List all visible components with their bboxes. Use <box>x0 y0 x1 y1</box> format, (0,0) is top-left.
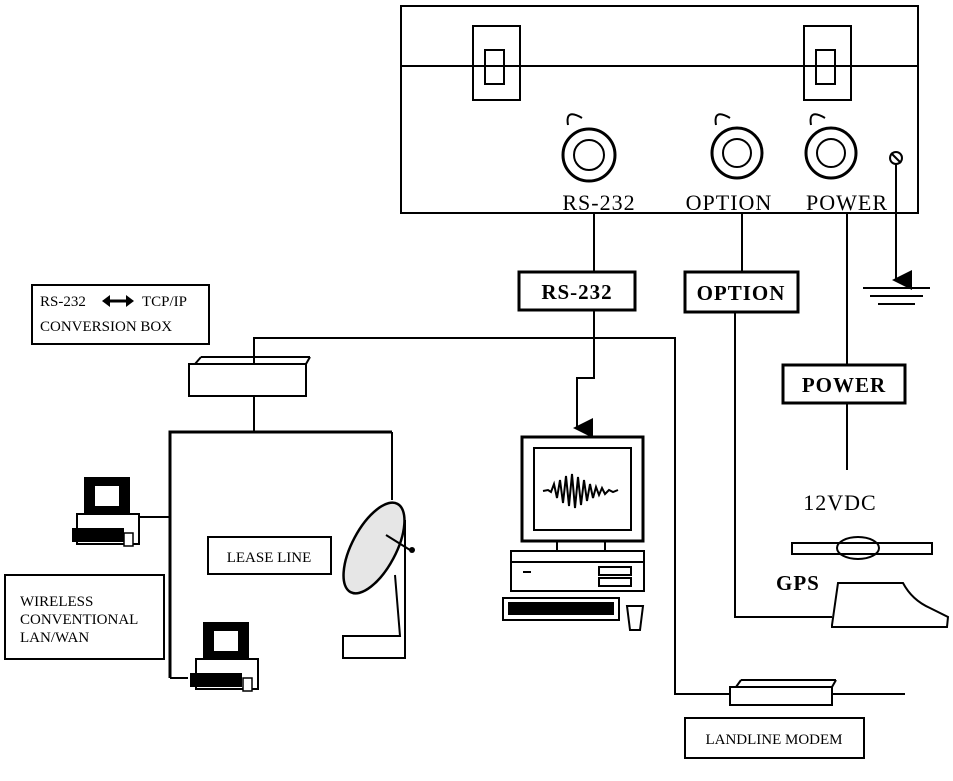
wireless-label-line2: CONVENTIONAL <box>20 612 138 628</box>
network-line <box>253 337 730 695</box>
wireless-label-line1: WIRELESS <box>20 594 93 610</box>
latch-right <box>803 25 852 101</box>
rs232-box-label: RS-232 <box>541 280 612 304</box>
port-label-power: POWER <box>806 190 888 215</box>
laptop-terminal-icon <box>72 477 140 547</box>
wireless-label-box: WIRELESS CONVENTIONAL LAN/WAN <box>4 574 165 660</box>
rs232-to-computer-line <box>573 310 595 438</box>
laptop-terminal-icon <box>190 622 259 692</box>
rs232-cable-box: RS-232 <box>517 270 637 312</box>
option-to-gps-line <box>734 312 832 618</box>
power-box-label: POWER <box>802 373 886 397</box>
power-connector-icon <box>804 113 858 180</box>
computer-monitor-icon <box>502 435 645 631</box>
latch-left <box>472 25 521 101</box>
modem-icon <box>729 679 837 706</box>
conversion-label-line2: CONVERSION BOX <box>40 319 172 335</box>
ground-screw-icon <box>889 151 903 165</box>
power-cable-box: POWER <box>781 363 907 405</box>
conversion-label-rs232: RS-232 <box>40 294 86 310</box>
seismic-waveform <box>542 473 619 509</box>
double-arrow-icon <box>102 295 134 307</box>
port-label-option: OPTION <box>686 190 773 215</box>
landline-modem-label-box: LANDLINE MODEM <box>684 717 865 759</box>
conversion-label-tcpip: TCP/IP <box>142 294 187 310</box>
conversion-unit <box>188 356 311 397</box>
gps-label: GPS <box>776 571 820 595</box>
device-panel: RS-232 OPTION POWER <box>400 5 919 215</box>
option-box-label: OPTION <box>697 281 786 305</box>
lease-line-label: LEASE LINE <box>227 550 312 566</box>
power-supply-label: 12VDC <box>803 490 876 515</box>
gps-antenna-icon <box>791 536 950 628</box>
port-label-rs232: RS-232 <box>562 190 635 215</box>
option-connector-icon <box>710 113 764 180</box>
lease-line-network <box>168 430 392 678</box>
satellite-dish-icon <box>342 501 415 659</box>
conversion-box-label: RS-232 TCP/IP CONVERSION BOX <box>31 284 210 345</box>
wireless-label-line3: LAN/WAN <box>20 630 89 646</box>
rs232-connector-icon <box>561 113 617 183</box>
lease-line-label-box: LEASE LINE <box>207 536 332 575</box>
ground-icon <box>863 164 930 305</box>
landline-modem-label: LANDLINE MODEM <box>705 732 842 748</box>
option-cable-box: OPTION <box>683 270 800 314</box>
